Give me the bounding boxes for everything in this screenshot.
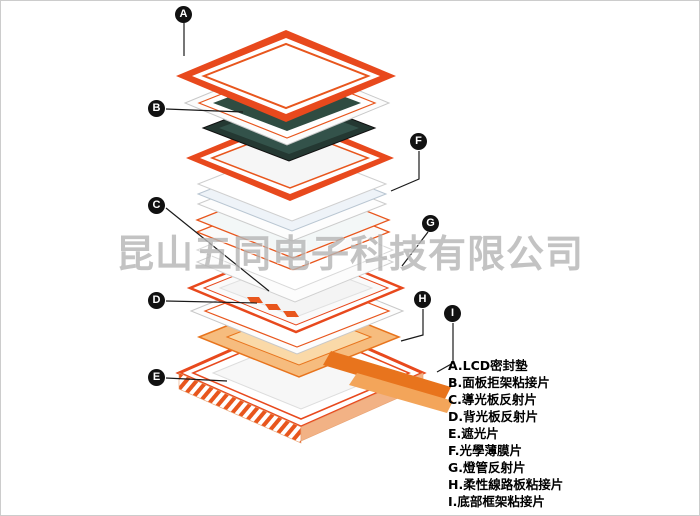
leader-lines bbox=[165, 23, 454, 382]
callout-E: E bbox=[148, 369, 165, 386]
leader-E bbox=[165, 377, 228, 382]
lamp-component bbox=[283, 311, 299, 317]
callout-I: I bbox=[444, 305, 461, 322]
legend-item-G: G.燈管反射片 bbox=[448, 460, 526, 475]
callout-F: F bbox=[410, 133, 427, 150]
legend-item-H: H.柔性線路板粘接片 bbox=[448, 477, 564, 492]
leader-F bbox=[390, 151, 420, 192]
layer-lcd-gasket bbox=[176, 30, 396, 122]
lamp-component bbox=[247, 297, 263, 303]
legend-item-I: I.底部框架粘接片 bbox=[448, 494, 545, 509]
leader-G bbox=[401, 231, 429, 267]
legend-item-F: F.光學薄膜片 bbox=[448, 443, 522, 458]
leader-I bbox=[436, 323, 454, 373]
legend-item-A: A.LCD密封墊 bbox=[448, 358, 528, 373]
leader-H bbox=[400, 309, 424, 342]
legend-item-D: D.背光板反射片 bbox=[448, 409, 539, 424]
callout-H: H bbox=[414, 291, 431, 308]
callout-B: B bbox=[148, 100, 165, 117]
callout-D: D bbox=[148, 292, 165, 309]
hatched-edge bbox=[178, 372, 302, 444]
legend-item-B: B.面板拒架粘接片 bbox=[448, 375, 550, 390]
flex-cable bbox=[323, 351, 451, 401]
callout-C: C bbox=[148, 197, 165, 214]
legend-item-E: E.遮光片 bbox=[448, 426, 499, 441]
leader-B bbox=[165, 108, 244, 113]
leader-D bbox=[165, 300, 258, 304]
leader-C bbox=[165, 207, 270, 292]
lamp-component bbox=[265, 304, 281, 310]
flex-cable-tail bbox=[349, 373, 453, 413]
legend: A.LCD密封墊 B.面板拒架粘接片 C.導光板反射片 D.背光板反射片 E.遮… bbox=[448, 357, 563, 510]
callout-A: A bbox=[175, 6, 192, 23]
legend-item-C: C.導光板反射片 bbox=[448, 392, 537, 407]
callout-G: G bbox=[422, 215, 439, 232]
